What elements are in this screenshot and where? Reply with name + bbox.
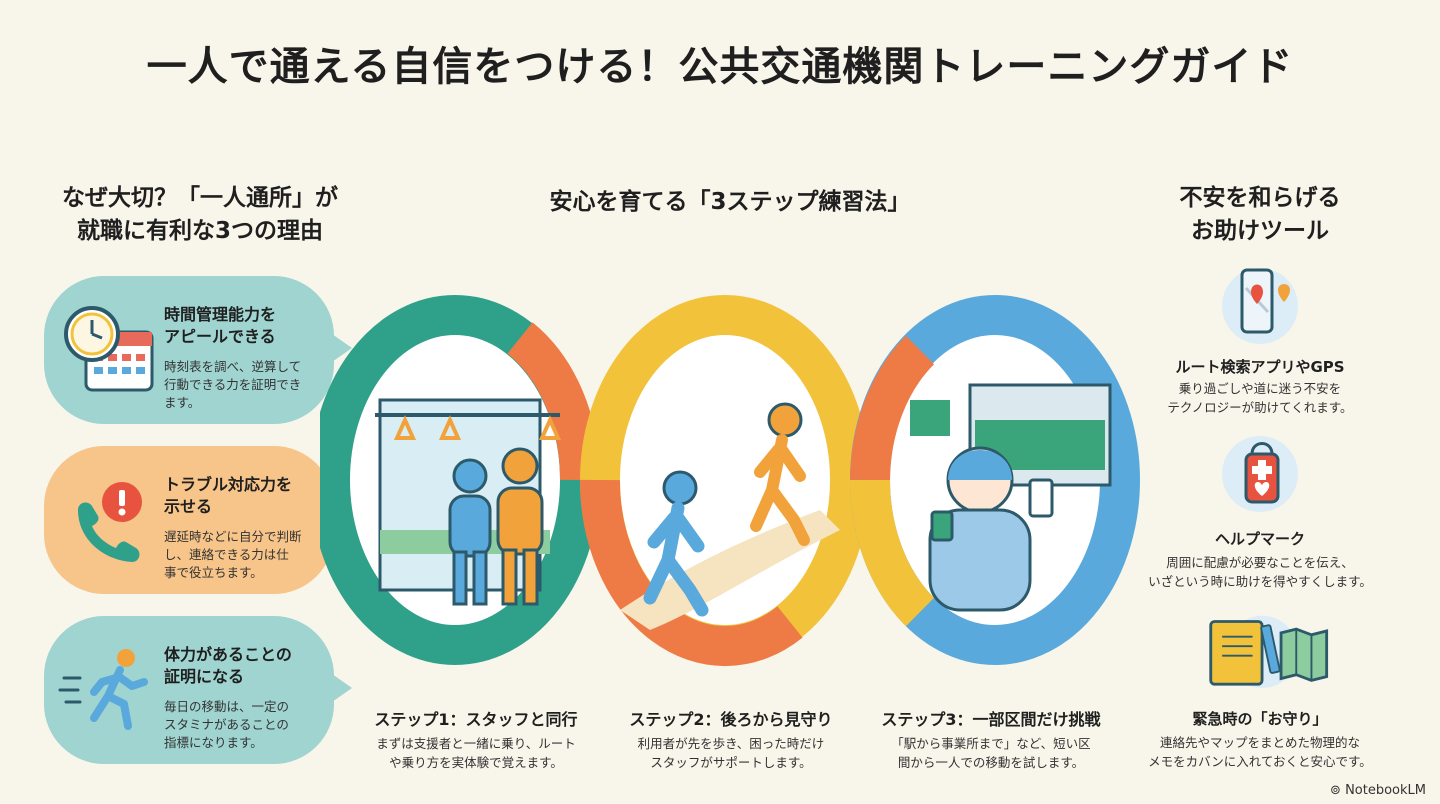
right-heading: 不安を和らげる お助けツール	[1130, 182, 1390, 249]
step-text-line1: 利用者が先を歩き、困った時だけ	[637, 736, 825, 751]
notebook-map-icon	[1209, 615, 1329, 688]
step1-title: ステップ1：スタッフと同行	[374, 710, 578, 729]
right-heading-line2: お助けツール	[1191, 218, 1329, 245]
bubble-tail	[332, 674, 352, 702]
step-text-line2: 間から一人での移動を試します。	[897, 755, 1085, 771]
reason-title-line2: アピールできる	[164, 326, 276, 346]
tool-text-line1: 乗り過ごしや道に迷う不安を	[1178, 381, 1342, 396]
center-heading: 安心を育てる「3ステップ練習法」	[549, 189, 911, 215]
tool-text: 周囲に配慮が必要なことを伝え、 いざという時に助けを得やすくします。	[1130, 554, 1390, 592]
tool-text: 連絡先やマップをまとめた物理的な メモをカバンに入れておくと安心です。	[1130, 734, 1390, 772]
step3-title: ステップ3：一部区間だけ挑戦	[881, 710, 1101, 729]
reason-card-time: 時間管理能力を アピールできる 時刻表を調べ、逆算して 行動できる力を証明でき …	[44, 276, 352, 424]
step-text-line1: まずは支援者と一緒に乗り、ルート	[376, 736, 576, 751]
step-text-line1: 「駅から事業所まで」など、短い区	[891, 736, 1091, 751]
step3-text: 「駅から事業所まで」など、短い区 間から一人での移動を試します。	[856, 734, 1126, 773]
bubble-tail	[332, 334, 352, 362]
step-text-line2: スタッフがサポートします。	[650, 755, 812, 771]
step-text-line2: や乗り方を実体験で覚えます。	[389, 755, 563, 771]
reason-title-line2: 示せる	[164, 496, 213, 516]
step2-title: ステップ2：後ろから見守り	[629, 710, 833, 729]
brand-icon: ⊚	[1330, 783, 1346, 798]
step1-loop	[320, 295, 601, 665]
step1-text: まずは支援者と一緒に乗り、ルート や乗り方を実体験で覚えます。	[346, 734, 606, 773]
reason-title-line2: 証明になる	[164, 666, 245, 686]
clock-calendar-icon	[64, 306, 154, 392]
running-person-icon	[58, 649, 148, 730]
tool-text-line2: テクノロジーが助けてくれます。	[1167, 399, 1353, 415]
tool-text-line2: メモをカバンに入れておくと安心です。	[1148, 753, 1372, 769]
tool-text: 乗り過ごしや道に迷う不安を テクノロジーが助けてくれます。	[1130, 380, 1390, 418]
reason-title-line1: 時間管理能力を	[164, 305, 277, 324]
reason-text-line2: し、連絡できる力は仕	[164, 547, 289, 563]
reason-text-line3: 指標になります。	[164, 735, 263, 751]
left-heading-line1: なぜ大切？「一人通所」が	[62, 185, 338, 211]
reason-text: 遅延時などに自分で判断 し、連絡できる力は仕 事で役立ちます。	[164, 528, 344, 582]
tool-title: ルート検索アプリやGPS	[1175, 358, 1345, 376]
reason-text-line1: 毎日の移動は、一定の	[164, 699, 290, 714]
tool-text-line2: いざという時に助けを得やすくします。	[1148, 573, 1372, 589]
reason-text-line3: 事で役立ちます。	[164, 565, 263, 581]
right-heading-line1: 不安を和らげる	[1179, 185, 1341, 211]
left-heading: なぜ大切？「一人通所」が 就職に有利な3つの理由	[30, 182, 370, 249]
smartphone-map-icon	[1222, 268, 1298, 344]
help-mark-icon	[1222, 436, 1298, 512]
reason-title-line1: トラブル対応力を	[164, 475, 293, 494]
reason-text-line2: スタミナがあることの	[164, 717, 289, 733]
tool-title: 緊急時の「お守り」	[1192, 710, 1328, 728]
step3-loop	[850, 295, 1140, 665]
reason-title: 時間管理能力を アピールできる	[164, 304, 344, 347]
tool-text-line1: 連絡先やマップをまとめた物理的な	[1159, 735, 1360, 750]
page-title: 一人で通える自信をつける！公共交通機関トレーニングガイド	[146, 44, 1294, 90]
tool-text-line1: 周囲に配慮が必要なことを伝え、	[1166, 555, 1354, 570]
left-heading-line2: 就職に有利な3つの理由	[76, 218, 323, 245]
tool-title: ヘルプマーク	[1214, 530, 1305, 548]
step2-loop	[579, 295, 870, 666]
reason-text-line1: 時刻表を調べ、逆算して	[164, 359, 302, 374]
brand-label: ⊚ NotebookLM	[1330, 783, 1426, 798]
reason-text-line1: 遅延時などに自分で判断	[164, 529, 302, 544]
reason-title: 体力があることの 証明になる	[164, 644, 344, 687]
step2-text: 利用者が先を歩き、困った時だけ スタッフがサポートします。	[606, 734, 856, 773]
reason-text-line3: ます。	[164, 395, 201, 411]
reason-text: 毎日の移動は、一定の スタミナがあることの 指標になります。	[164, 698, 344, 752]
reason-card-trouble: トラブル対応力を 示せる 遅延時などに自分で判断 し、連絡できる力は仕 事で役立…	[44, 446, 352, 594]
reason-card-stamina: 体力があることの 証明になる 毎日の移動は、一定の スタミナがあることの 指標に…	[44, 616, 352, 764]
reason-title-line1: 体力があることの	[164, 645, 292, 664]
reason-text: 時刻表を調べ、逆算して 行動できる力を証明でき ます。	[164, 358, 344, 412]
phone-alert-icon	[78, 482, 142, 562]
reason-text-line2: 行動できる力を証明でき	[164, 377, 302, 393]
reason-title: トラブル対応力を 示せる	[164, 474, 344, 517]
brand-text: NotebookLM	[1345, 783, 1426, 798]
three-step-loops	[320, 295, 1140, 666]
